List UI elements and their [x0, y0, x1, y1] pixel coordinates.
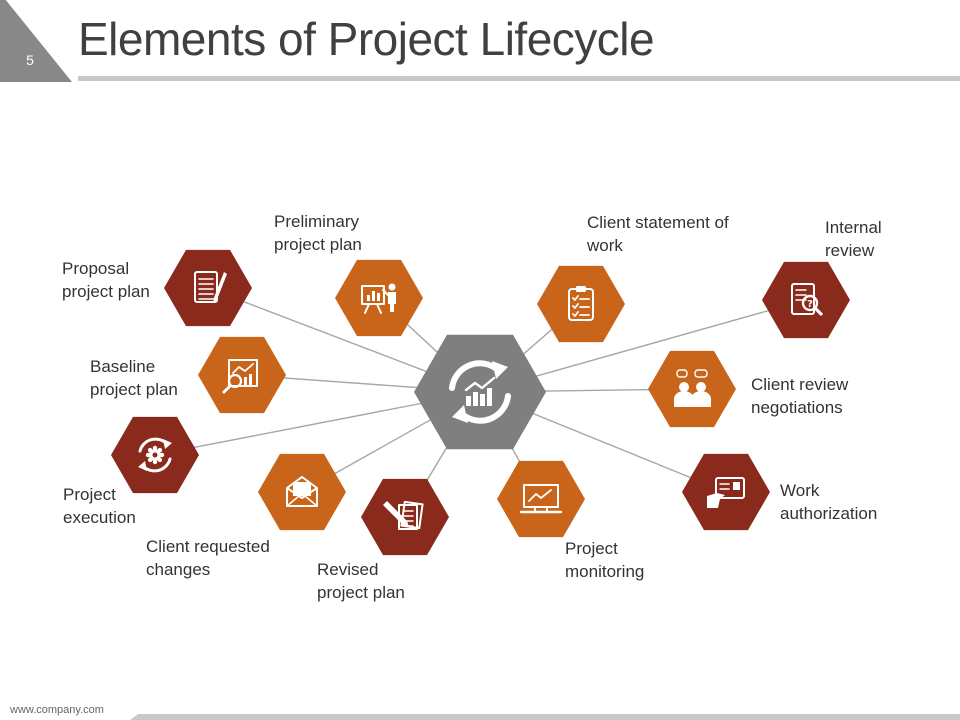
node-work-authorization [682, 453, 770, 531]
pen-documents-icon [383, 500, 424, 530]
hexagon-nodes: ? [111, 249, 850, 556]
title-divider [78, 76, 960, 81]
label-preliminary: Preliminary project plan [274, 212, 362, 254]
label-proposal: Proposal project plan [62, 259, 150, 301]
footer-url: www.company.com [10, 704, 104, 716]
center-hexagon [414, 334, 546, 450]
hexagon-monitoring [497, 460, 585, 538]
document-search-icon: ? [791, 283, 823, 316]
node-internal-review: ? [762, 261, 850, 339]
node-baseline [198, 336, 286, 414]
node-preliminary [335, 259, 423, 337]
hexagon-client-review [648, 350, 736, 428]
hexagon-proposal [164, 249, 252, 327]
gear-cycle-icon [138, 437, 172, 473]
label-client-statement: Client statement of work [587, 213, 729, 255]
footer-bar [130, 714, 960, 720]
hand-card-icon [707, 477, 745, 508]
label-client-review: Client review negotiations [751, 375, 849, 417]
hexagon-client-statement [537, 265, 625, 343]
svg-text:?: ? [807, 299, 813, 310]
chart-magnifier-icon [222, 359, 258, 394]
label-revised: Revised project plan [317, 560, 405, 602]
node-client-review [648, 350, 736, 428]
notepad-pen-icon [194, 271, 227, 303]
cycle-chart-icon [449, 360, 511, 424]
monitor-chart-icon [519, 484, 563, 514]
node-proposal [164, 249, 252, 327]
label-monitoring: Project monitoring [565, 539, 645, 581]
people-talk-icon [674, 369, 711, 407]
node-client-changes [258, 453, 346, 531]
label-client-changes: Client requested changes [146, 537, 270, 579]
node-client-statement [537, 265, 625, 343]
label-internal-review: Internal review [825, 218, 882, 260]
presentation-icon [361, 283, 396, 314]
label-work-authorization: Work authorization [780, 481, 878, 523]
label-baseline: Baseline project plan [90, 357, 178, 399]
node-execution [111, 416, 199, 494]
envelope-icon [286, 476, 318, 507]
hexagon-revised [361, 478, 449, 556]
node-monitoring [497, 460, 585, 538]
clipboard-checklist-icon [568, 286, 594, 321]
page-title: Elements of Project Lifecycle [78, 13, 655, 65]
hexagon-baseline [198, 336, 286, 414]
label-execution: Project execution [63, 485, 136, 527]
node-revised [361, 478, 449, 556]
slide-number: 5 [26, 52, 34, 68]
hexagon-work-authorization [682, 453, 770, 531]
